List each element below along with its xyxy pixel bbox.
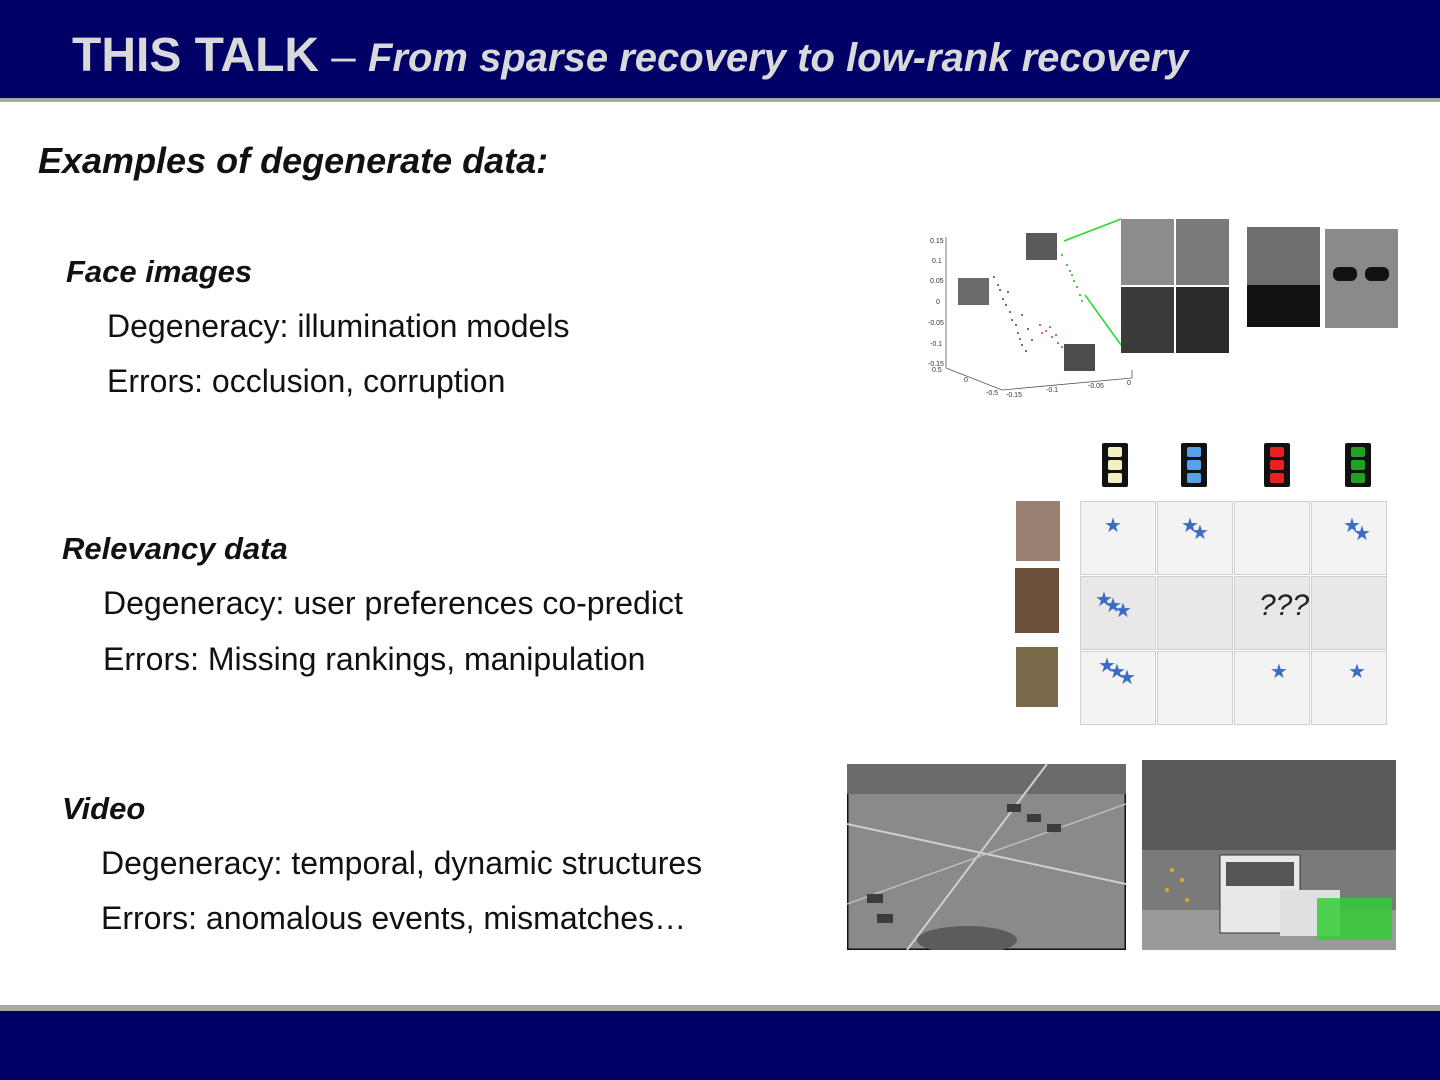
face-thumbnail <box>1026 233 1057 260</box>
grid-cell <box>1080 651 1156 725</box>
y-tick: -0.15 <box>928 361 944 368</box>
film-icon <box>1345 443 1371 487</box>
relevancy-data-title: Relevancy data <box>62 531 288 566</box>
y-tick: -0.1 <box>930 341 942 348</box>
film-icon <box>1264 443 1290 487</box>
star-icon: ★ <box>1095 589 1113 611</box>
avatar <box>1015 568 1059 633</box>
video-errors: Errors: anomalous events, mismatches… <box>101 900 687 936</box>
footer-divider <box>0 1005 1440 1011</box>
face-illumination-plot: 0.15 0.1 0.05 0 -0.05 -0.1 -0.15 0.5 0 -… <box>928 218 1133 399</box>
grid-cell <box>1157 576 1233 650</box>
unknown-rating-label: ??? <box>1259 589 1310 622</box>
star-icon: ★ <box>1191 522 1209 544</box>
face-thumbnail <box>1064 344 1095 371</box>
video-title: Video <box>62 791 146 826</box>
x-tick: 0.5 <box>932 367 942 374</box>
star-icon: ★ <box>1348 661 1366 683</box>
title-dash: – <box>319 32 368 81</box>
star-icon: ★ <box>1270 661 1288 683</box>
x-tick: -0.5 <box>986 390 998 397</box>
star-icon: ★ <box>1114 600 1132 622</box>
title-subtitle: From sparse recovery to low-rank recover… <box>368 36 1189 80</box>
film-icon <box>1102 443 1128 487</box>
star-icon: ★ <box>1104 515 1122 537</box>
avatar <box>1016 501 1060 561</box>
film-icon <box>1181 443 1207 487</box>
header-divider <box>0 98 1440 102</box>
grid-cell <box>1311 501 1387 575</box>
x-tick: 0 <box>964 377 968 384</box>
star-icon: ★ <box>1353 523 1371 545</box>
x-tick: -0.05 <box>1088 383 1104 390</box>
star-icon: ★ <box>1118 667 1136 689</box>
face-image-illumination <box>1121 287 1174 353</box>
grid-cell <box>1157 501 1233 575</box>
footer-bar <box>0 1011 1440 1080</box>
x-tick: 0 <box>1127 380 1131 387</box>
y-tick: 0.05 <box>930 278 944 285</box>
y-tick: 0.1 <box>932 258 942 265</box>
grid-cell <box>1234 576 1310 650</box>
face-image-occlusion <box>1247 227 1320 327</box>
avatar <box>1016 647 1058 707</box>
face-image-illumination <box>1176 219 1229 285</box>
video-degeneracy: Degeneracy: temporal, dynamic structures <box>101 845 703 881</box>
face-thumbnail <box>958 278 989 305</box>
star-icon: ★ <box>1104 595 1122 617</box>
face-images-title: Face images <box>66 254 253 289</box>
x-tick: -0.1 <box>1046 387 1058 394</box>
star-icon: ★ <box>1098 655 1116 677</box>
star-icon: ★ <box>1108 661 1126 683</box>
title-main: THIS TALK <box>72 29 320 82</box>
face-images-errors: Errors: occlusion, corruption <box>107 363 506 399</box>
face-image-illumination <box>1121 219 1174 285</box>
section-heading: Examples of degenerate data: <box>38 140 549 181</box>
header-bar <box>0 0 1440 98</box>
face-image-sunglasses <box>1325 229 1398 328</box>
grid-cell <box>1234 651 1310 725</box>
slide-title: THIS TALK – From sparse recovery to low-… <box>72 28 1188 83</box>
grid-cell <box>1311 651 1387 725</box>
y-tick: -0.05 <box>928 320 944 327</box>
x-tick: -0.15 <box>1006 392 1022 399</box>
y-tick: 0 <box>936 299 940 306</box>
grid-cell <box>1157 651 1233 725</box>
y-tick: 0.15 <box>930 238 944 245</box>
grid-cell <box>1080 576 1156 650</box>
video-frame-intersection <box>847 764 1126 950</box>
grid-cell <box>1080 501 1156 575</box>
relevancy-data-degeneracy: Degeneracy: user preferences co-predict <box>103 585 683 621</box>
star-icon: ★ <box>1181 515 1199 537</box>
star-icon: ★ <box>1343 515 1361 537</box>
relevancy-data-errors: Errors: Missing rankings, manipulation <box>103 641 646 677</box>
grid-cell <box>1311 576 1387 650</box>
video-frame-street <box>1142 760 1396 950</box>
face-images-degeneracy: Degeneracy: illumination models <box>107 308 570 344</box>
grid-cell <box>1234 501 1310 575</box>
face-image-illumination <box>1176 287 1229 353</box>
